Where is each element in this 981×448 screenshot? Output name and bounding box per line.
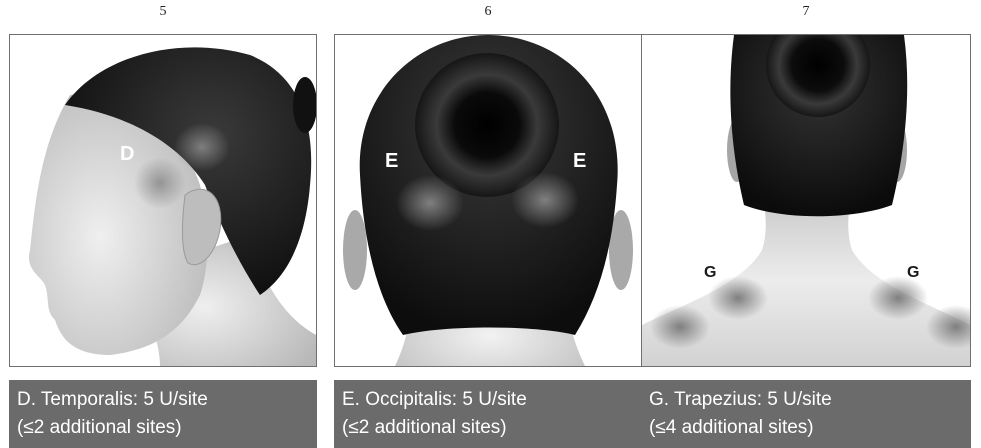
site-marker-g-right: G (907, 264, 919, 281)
caption-occipitalis: E. Occipitalis: 5 U/site (≤2 additional … (334, 380, 642, 448)
caption-line-2: (≤2 additional sites) (17, 414, 309, 442)
injection-site (174, 123, 230, 171)
panel-number: 5 (9, 4, 317, 20)
caption-line-1: E. Occipitalis: 5 U/site (342, 386, 634, 414)
ear (343, 210, 367, 290)
site-marker-e-left: E (385, 150, 398, 172)
injection-site (708, 276, 768, 320)
back-head-illustration: E E (334, 34, 642, 367)
caption-temporalis: D. Temporalis: 5 U/site (≤2 additional s… (9, 380, 317, 448)
caption-line-1: D. Temporalis: 5 U/site (17, 386, 309, 414)
injection-site (396, 175, 464, 231)
site-marker-e-right: E (573, 150, 586, 172)
hair-bun (293, 77, 316, 133)
caption-trapezius: G. Trapezius: 5 U/site (≤4 additional si… (641, 380, 971, 448)
shoulders-illustration: G G (641, 34, 971, 367)
caption-line-2: (≤4 additional sites) (649, 414, 963, 442)
site-marker-d: D (120, 143, 134, 165)
panel-trapezius: 7 (641, 0, 971, 448)
panel-number: 7 (641, 4, 971, 20)
injection-site (511, 172, 579, 228)
panel-number: 6 (334, 4, 642, 20)
caption-line-1: G. Trapezius: 5 U/site (649, 386, 963, 414)
panel-temporalis: 5 (9, 0, 317, 448)
site-marker-g-left: G (704, 264, 716, 281)
injection-site (868, 276, 928, 320)
injection-site (650, 305, 710, 349)
panel-occipitalis: 6 (334, 0, 642, 448)
injection-site (134, 157, 186, 209)
side-head-illustration: D (9, 34, 317, 367)
caption-line-2: (≤2 additional sites) (342, 414, 634, 442)
